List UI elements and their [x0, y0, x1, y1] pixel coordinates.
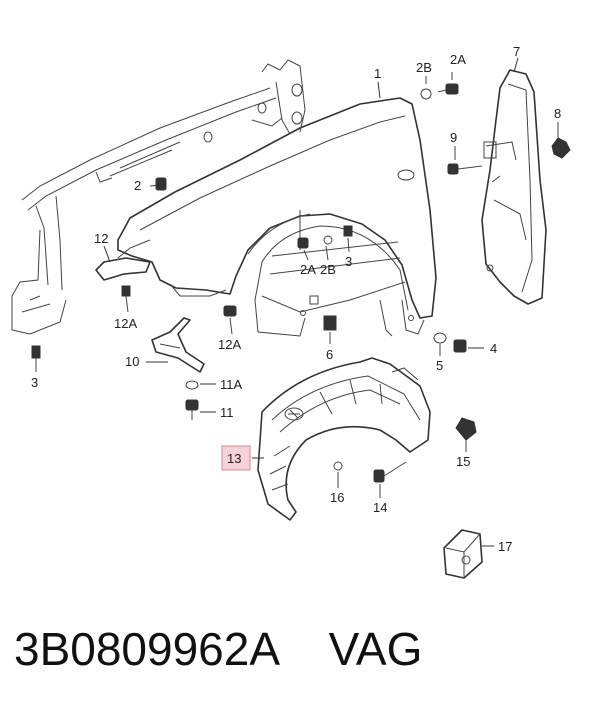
- label-12: 12: [94, 231, 108, 246]
- fender-panel: [117, 97, 437, 337]
- fastener-9: [447, 146, 483, 175]
- screw-12A-mid: [223, 305, 237, 335]
- parts-diagram: 1 2B 2A 7 8 9 2 12 2A 2B 3 12A 12A 6 5 4…: [11, 44, 571, 579]
- label-6: 6: [326, 347, 333, 362]
- label-8: 8: [554, 106, 561, 121]
- part-number: 3B0809962A: [14, 623, 278, 675]
- label-3-left: 3: [31, 375, 38, 390]
- nut-6: [323, 315, 337, 344]
- label-2B-top: 2B: [416, 60, 432, 75]
- label-17: 17: [498, 539, 512, 554]
- label-1: 1: [374, 66, 381, 81]
- highlight-box-13: [221, 445, 251, 471]
- label-9: 9: [450, 130, 457, 145]
- label-2A-top: 2A: [450, 52, 466, 67]
- washer-2B-mid: [323, 235, 333, 261]
- screw-12A-left: [121, 285, 131, 313]
- fastener-2: [149, 177, 167, 191]
- label-3-mid: 3: [345, 254, 352, 269]
- fastener-2A-mid: [297, 237, 309, 261]
- nut-3-left: [31, 345, 41, 372]
- label-4: 4: [490, 341, 497, 356]
- label-14: 14: [373, 500, 387, 515]
- body-frame: [11, 59, 306, 337]
- screw-4: [453, 339, 484, 353]
- label-2B-mid: 2B: [320, 262, 336, 277]
- label-10: 10: [125, 354, 139, 369]
- washer-5: [433, 332, 447, 356]
- label-7: 7: [513, 44, 520, 59]
- label-11A: 11A: [220, 377, 242, 392]
- screw-11: [185, 399, 216, 420]
- label-13: 13: [227, 451, 241, 466]
- side-bracket-panel: [481, 69, 547, 305]
- label-12A-left: 12A: [114, 316, 137, 331]
- nut-3-mid: [343, 225, 353, 253]
- bracket-part: [151, 317, 205, 373]
- part-number-footer: 3B0809962A VAG: [14, 622, 422, 676]
- foam-pad: [443, 529, 483, 579]
- clip-8: [551, 122, 571, 159]
- label-5: 5: [436, 358, 443, 373]
- label-2: 2: [134, 178, 141, 193]
- clip-15: [455, 417, 477, 452]
- label-2A-mid: 2A: [300, 262, 316, 277]
- rivet-16: [333, 461, 343, 488]
- brand-name: VAG: [328, 623, 423, 675]
- wheel-housing-liner: [257, 357, 431, 521]
- screw-14: [373, 461, 407, 498]
- fastener-2A-top: [437, 72, 459, 95]
- label-12A-mid: 12A: [218, 337, 241, 352]
- label-15: 15: [456, 454, 470, 469]
- label-16: 16: [330, 490, 344, 505]
- washer-2B-top: [420, 76, 432, 100]
- clip-bracket: [95, 257, 151, 281]
- label-11: 11: [220, 405, 234, 420]
- washer-11A: [185, 380, 216, 390]
